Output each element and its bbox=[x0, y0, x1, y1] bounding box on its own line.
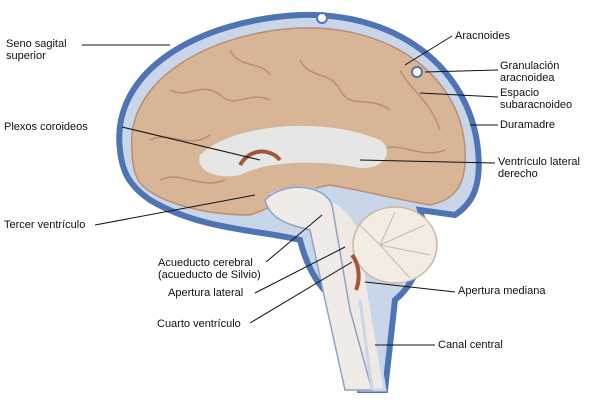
label-line: (acueducto de Silvio) bbox=[158, 269, 261, 281]
leader-lines bbox=[82, 35, 499, 346]
cerebellum bbox=[352, 206, 438, 284]
label-plexos: Plexos coroideos bbox=[4, 121, 88, 133]
label-line: Ventrículo lateral bbox=[498, 156, 580, 168]
tronco bbox=[264, 186, 373, 391]
label-apertura-mediana: Apertura mediana bbox=[458, 285, 546, 297]
label-line: Granulación bbox=[500, 60, 560, 72]
ventriculo-lateral bbox=[199, 125, 388, 177]
label-line: Seno sagital bbox=[6, 38, 67, 50]
label-tercer-ventriculo: Tercer ventrículo bbox=[4, 219, 86, 231]
label-acueducto: Acueducto cerebral(acueducto de Silvio) bbox=[158, 257, 261, 281]
label-apertura-lateral: Apertura lateral bbox=[168, 287, 244, 299]
label-duramadre: Duramadre bbox=[500, 119, 556, 131]
cuarto-ventriculo bbox=[350, 253, 361, 291]
label-line: Espacio bbox=[500, 87, 540, 99]
arbor-vitae bbox=[359, 211, 431, 279]
label-line: superior bbox=[6, 50, 46, 62]
label-line: derecho bbox=[498, 168, 538, 180]
label-canal-central: Canal central bbox=[438, 339, 503, 351]
label-line: aracnoidea bbox=[500, 72, 555, 84]
label-aracnoides: Aracnoides bbox=[455, 30, 511, 42]
canal-central bbox=[358, 299, 374, 391]
label-line: subaracnoideo bbox=[500, 99, 573, 111]
label-line: Acueducto cerebral bbox=[158, 257, 253, 269]
label-cuarto-ventriculo: Cuarto ventrículo bbox=[157, 318, 241, 330]
plexos-coroideos bbox=[238, 149, 282, 167]
